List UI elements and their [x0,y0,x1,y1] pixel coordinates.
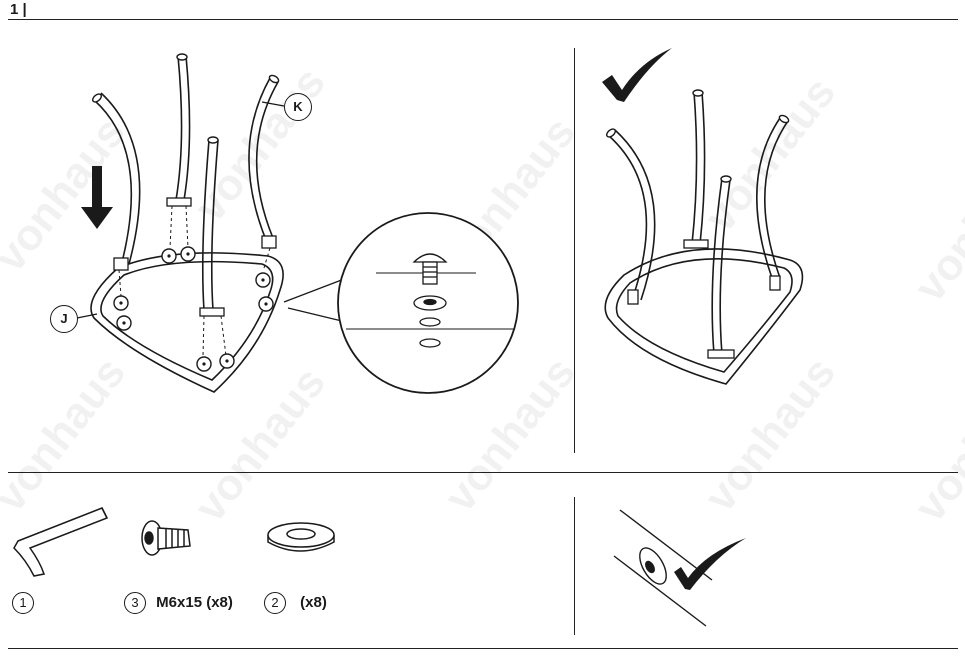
vertical-divider-top [574,48,575,453]
step-number: 1 | [10,1,27,18]
assembled-chair-caps [606,89,790,183]
leg-caps [92,53,280,144]
footer-rule [8,648,958,649]
washer-icon [267,522,335,552]
assembled-chair-brackets [627,239,781,359]
part-label-bolt: 3 M6x15 (x8) [124,592,233,614]
guide-lines [118,205,271,357]
callout-legs: K [284,93,312,121]
washer-icon [413,295,447,311]
part-number: 2 [264,592,286,614]
leg-brackets [113,197,277,317]
part-label-washer: 2 (x8) [264,592,327,614]
bolt-hole-centers [119,252,268,366]
part-label-allen-key: 1 [12,592,40,614]
down-arrow-icon [81,166,113,229]
section-divider [8,472,958,473]
checkmark-icon [602,48,672,102]
allen-key-icon [13,507,109,577]
bolt-icon [412,253,448,285]
seat-frame [90,252,284,393]
assembled-chair [604,91,804,385]
chair-legs [93,55,279,311]
bolt-icon [141,520,191,556]
part-text: (x8) [300,593,327,611]
part-number: 3 [124,592,146,614]
part-text: M6x15 (x8) [156,593,233,611]
callout-leaders [76,101,353,323]
header-rule [8,19,958,20]
detail-magnifier [337,212,519,394]
part-number: 1 [12,592,34,614]
callout-seat: J [50,305,78,333]
vertical-divider-bottom [574,497,575,635]
checkmark-icon [674,538,746,590]
